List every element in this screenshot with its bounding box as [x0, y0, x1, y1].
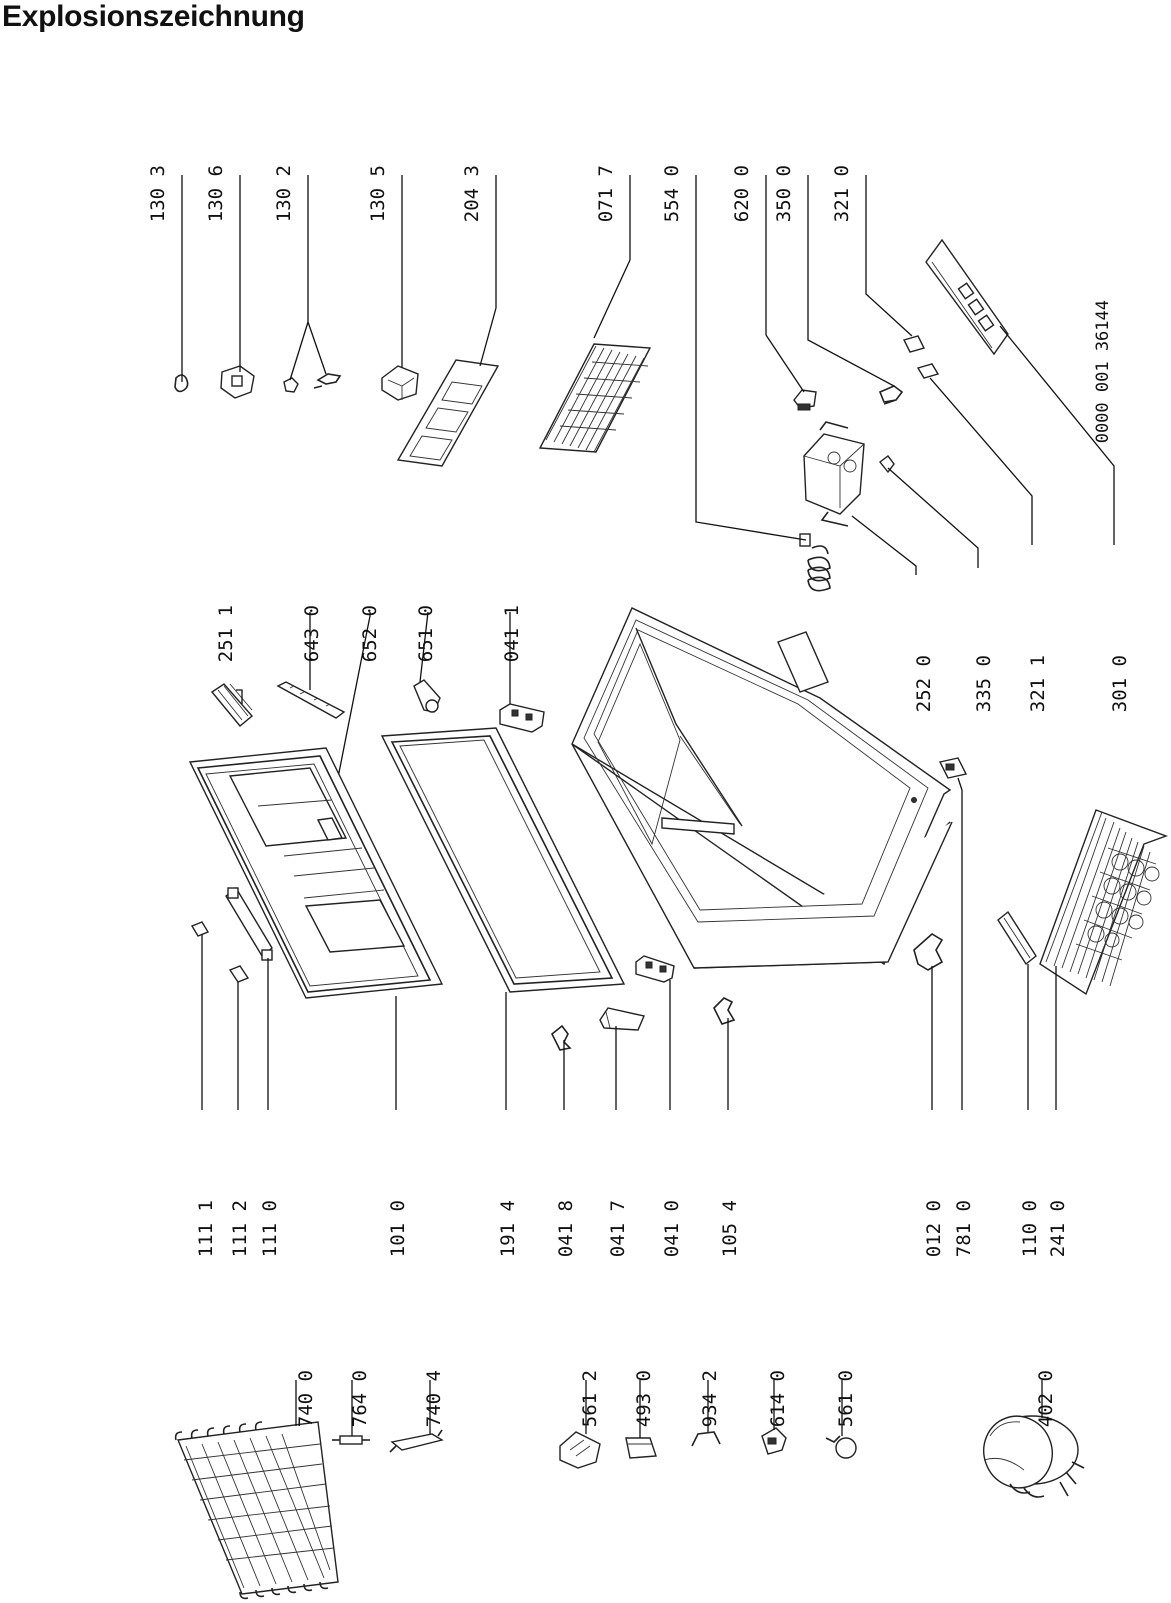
part-241-0-basket: [1039, 809, 1169, 1110]
part-label: 101 0: [387, 1200, 409, 1257]
part-130-2: [283, 175, 342, 393]
drawing-code: 0000 001 36144: [1093, 300, 1113, 443]
part-label: 111 0: [259, 1200, 281, 1257]
part-label: 191 4: [497, 1200, 519, 1257]
part-label: 934 2: [699, 1370, 721, 1427]
part-label: 130 5: [367, 165, 389, 222]
part-561-2: [559, 1380, 601, 1469]
part-label: 740 0: [295, 1370, 317, 1427]
part-101-0-lid: [188, 747, 444, 999]
part-label: 111 1: [195, 1200, 217, 1257]
part-111-0-hinge: [225, 886, 273, 1110]
part-label: 740 4: [423, 1370, 445, 1427]
part-041-1: [499, 612, 545, 733]
part-740-4: [389, 1380, 444, 1453]
part-402-0-compressor: [983, 1380, 1085, 1498]
part-350-0: [807, 175, 904, 405]
part-cabinet-body: [571, 607, 953, 969]
part-041-7: [599, 1007, 645, 1110]
part-620-0: [765, 175, 817, 411]
part-label: 402 0: [1035, 1370, 1057, 1427]
part-label: 335 0: [973, 655, 995, 712]
part-204-3-shelf: [396, 175, 500, 467]
part-label: 130 2: [273, 165, 295, 222]
part-label: 561 0: [835, 1370, 857, 1427]
part-934-2: [691, 1380, 721, 1447]
part-label: 493 0: [633, 1370, 655, 1427]
page-title: Explosionszeichnung: [2, 0, 305, 33]
part-label: 012 0: [923, 1200, 945, 1257]
part-label: 252 0: [913, 655, 935, 712]
part-651-0: [413, 611, 441, 713]
part-321-0: [865, 175, 926, 353]
part-071-7-grille: [538, 175, 652, 453]
part-label: 301 0: [1109, 655, 1131, 712]
part-label: 110 0: [1019, 1200, 1041, 1257]
part-label: 204 3: [461, 165, 483, 222]
part-111-2: [228, 965, 250, 1110]
part-130-3: [174, 175, 189, 393]
part-110-0: [997, 910, 1037, 1110]
part-label: 652 0: [359, 605, 381, 662]
part-012-0: [913, 933, 944, 1110]
part-130-5: [381, 175, 419, 401]
part-561-0: [825, 1380, 857, 1459]
part-740-0-condenser: [174, 1380, 339, 1600]
part-764-0: [332, 1380, 370, 1445]
part-111-1: [190, 921, 210, 1110]
part-251-1: [210, 683, 253, 727]
part-label: 111 2: [229, 1200, 251, 1257]
part-652-0-leader: [329, 612, 371, 819]
part-label: 620 0: [731, 165, 753, 222]
part-130-6: [220, 175, 255, 399]
part-label: 105 4: [719, 1200, 741, 1257]
part-label: 130 3: [147, 165, 169, 222]
part-label: 321 1: [1027, 655, 1049, 712]
part-label: 554 0: [661, 165, 683, 222]
part-label: 130 6: [205, 165, 227, 222]
part-label: 251 1: [215, 605, 237, 662]
part-643-0: [276, 612, 346, 719]
part-label: 350 0: [773, 165, 795, 222]
part-label: 651 0: [415, 605, 437, 662]
part-label: 643 0: [301, 605, 323, 662]
part-label: 241 0: [1047, 1200, 1069, 1257]
part-301-0-control-panel: [925, 238, 1115, 545]
part-label: 041 7: [607, 1200, 629, 1257]
part-554-0-coil: [695, 175, 831, 592]
part-label: 561 2: [579, 1370, 601, 1427]
part-781-0: [938, 757, 968, 1110]
part-label: 321 0: [831, 165, 853, 222]
part-105-4: [713, 997, 736, 1110]
part-label: 781 0: [953, 1200, 975, 1257]
part-614-0: [761, 1380, 787, 1455]
part-191-4-frame: [380, 727, 626, 1110]
part-321-1: [916, 363, 1033, 545]
part-label: 041 1: [501, 605, 523, 662]
part-label: 614 0: [767, 1370, 789, 1427]
part-252-0-thermostat-housing: [803, 421, 917, 575]
part-493-0: [625, 1380, 657, 1459]
part-335-0: [879, 455, 979, 568]
part-label: 071 7: [595, 165, 617, 222]
part-041-0: [635, 955, 675, 1110]
part-label: 764 0: [349, 1370, 371, 1427]
part-041-8: [550, 1024, 572, 1110]
part-label: 041 8: [555, 1200, 577, 1257]
part-label: 041 0: [661, 1200, 683, 1257]
